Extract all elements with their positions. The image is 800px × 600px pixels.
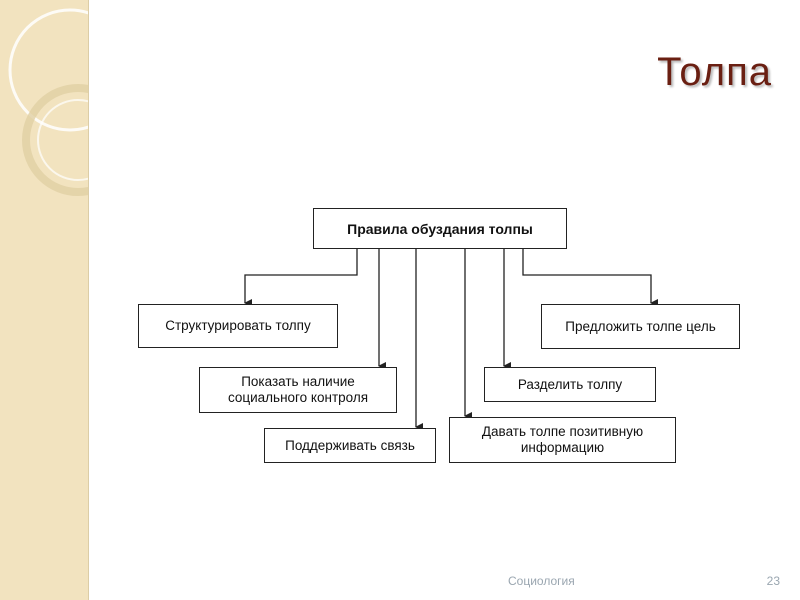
connector-goal: [522, 249, 658, 307]
node-structure-crowd: Структурировать толпу: [138, 304, 338, 348]
node-positive-info: Давать толпе позитивную информацию: [449, 417, 676, 463]
footer-subject: Социология: [508, 574, 575, 588]
decorative-circles: [8, 8, 88, 196]
node-label: Показать наличие социального контроля: [227, 374, 369, 405]
node-maintain-contact: Поддерживать связь: [264, 428, 436, 463]
diagram-root-label: Правила обуздания толпы: [347, 220, 533, 237]
footer-page-number: 23: [766, 574, 780, 588]
decorative-side-band: [0, 0, 89, 600]
node-offer-goal: Предложить толпе цель: [541, 304, 740, 349]
node-label: Давать толпе позитивную информацию: [481, 424, 644, 455]
slide-title: Толпа: [657, 50, 772, 94]
node-label: Структурировать толпу: [165, 318, 311, 333]
diagram-root-box: Правила обуздания толпы: [313, 208, 567, 249]
node-social-control: Показать наличие социального контроля: [199, 367, 397, 413]
node-divide-crowd: Разделить толпу: [484, 367, 656, 402]
node-label: Разделить толпу: [517, 376, 623, 392]
node-label: Поддерживать связь: [285, 437, 415, 453]
connector-structure: [244, 249, 358, 307]
node-label: Предложить толпе цель: [565, 318, 716, 334]
